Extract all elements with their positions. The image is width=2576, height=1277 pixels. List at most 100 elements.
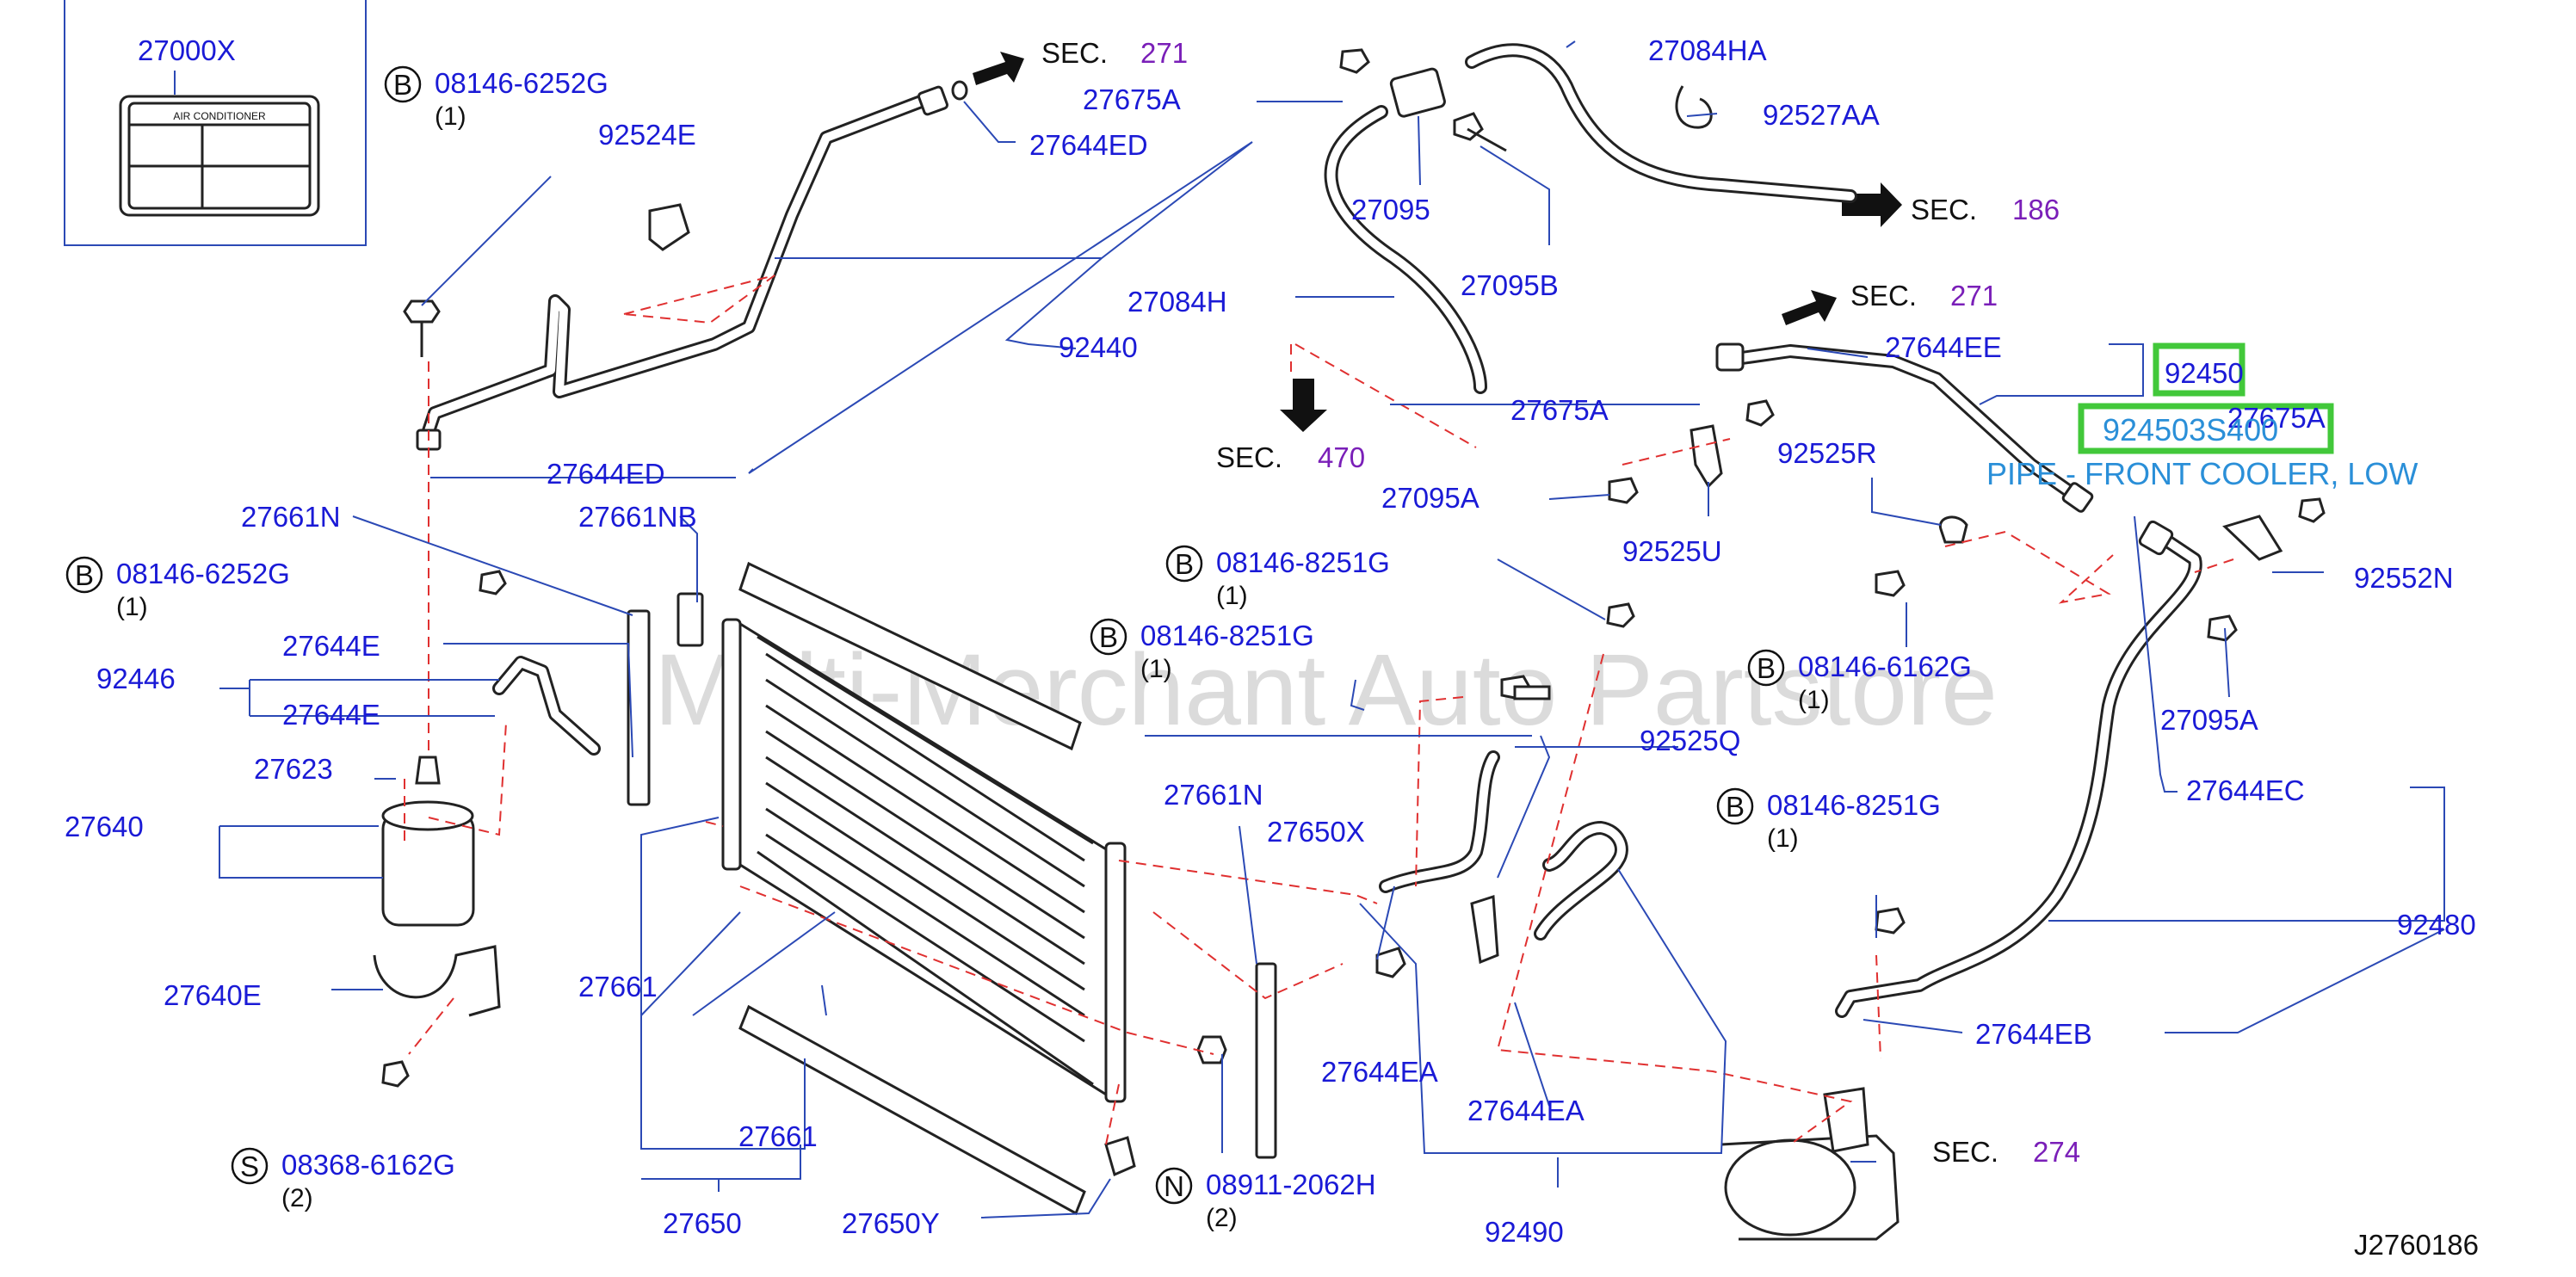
part-label-27095[interactable]: 27095: [1351, 194, 1430, 225]
part-label-27650x[interactable]: 27650X: [1267, 816, 1365, 848]
part-label-92450[interactable]: 92450: [2165, 357, 2244, 389]
part-label-27650y[interactable]: 27650Y: [842, 1207, 940, 1239]
part-label-27644ec[interactable]: 27644EC: [2186, 774, 2305, 806]
callout-qty: (1): [116, 593, 148, 621]
callout-part: 08911-2062H: [1206, 1169, 1376, 1200]
part-label-92525q[interactable]: 92525Q: [1640, 725, 1740, 756]
label-caption: AIR CONDITIONER: [173, 110, 266, 122]
sec-prefix: SEC.: [1932, 1136, 1998, 1168]
callout-b-08146-8251g-a[interactable]: B 08146-8251G (1): [1165, 545, 1390, 610]
part-labels: 92524E 27644ED 27675A 27084HA 92527AA 27…: [65, 34, 2476, 1248]
part-label-92446[interactable]: 92446: [96, 663, 176, 694]
part-label-92527aa[interactable]: 92527AA: [1763, 99, 1880, 131]
callout-qty: (1): [1216, 582, 1248, 610]
part-label-92552n[interactable]: 92552N: [2354, 562, 2454, 594]
sec-ref-274[interactable]: 274: [2033, 1136, 2080, 1168]
sec-ref-470[interactable]: 470: [1318, 441, 1365, 473]
part-label-27640[interactable]: 27640: [65, 811, 144, 842]
part-label-27644e[interactable]: 27644E: [282, 699, 380, 731]
callout-qty: (1): [1140, 655, 1172, 683]
assembly-lines: [404, 275, 2234, 1145]
part-label-27644ed[interactable]: 27644ED: [547, 458, 665, 490]
callout-mark: B: [1099, 621, 1118, 653]
part-label-92480[interactable]: 92480: [2397, 909, 2476, 941]
part-label-27095b[interactable]: 27095B: [1461, 269, 1559, 301]
part-label-27644ea[interactable]: 27644EA: [1321, 1056, 1438, 1088]
sec-prefix: SEC.: [1911, 194, 1977, 225]
callout-mark: B: [75, 559, 94, 591]
part-label-27675a[interactable]: 27675A: [2227, 402, 2326, 434]
sec-prefix: SEC.: [1216, 441, 1282, 473]
highlight-box: [2153, 342, 2246, 397]
callout-qty: (1): [435, 102, 466, 131]
part-label-27095a[interactable]: 27095A: [2160, 704, 2258, 736]
callout-mark: B: [1757, 652, 1776, 684]
highlight-box: [2078, 403, 2334, 454]
arrow-icon: [973, 52, 1024, 85]
part-label-92525u[interactable]: 92525U: [1622, 535, 1722, 567]
callout-part: 08146-8251G: [1216, 546, 1390, 578]
callout-b-08146-8251g-c[interactable]: B 08146-8251G (1): [1716, 787, 1941, 853]
callout-part: 08146-6252G: [435, 67, 608, 99]
callout-mark: S: [240, 1151, 259, 1182]
arrow-icon: [1782, 290, 1837, 325]
callout-s-08368-6162g[interactable]: S 08368-6162G (2): [231, 1147, 455, 1212]
callout-mark: B: [393, 69, 412, 101]
leader-lines: [219, 40, 2445, 1218]
callout-mark: B: [1726, 791, 1745, 823]
callout-b-08146-6162g[interactable]: B 08146-6162G (1): [1747, 649, 1972, 714]
part-label-92525r[interactable]: 92525R: [1777, 437, 1877, 469]
sec-ref-271[interactable]: 271: [1140, 37, 1188, 69]
diagram-code: J2760186: [2354, 1229, 2479, 1261]
label-panel: 27000X AIR CONDITIONER: [64, 0, 367, 246]
part-label-27644ee[interactable]: 27644EE: [1885, 331, 2002, 363]
part-label-27675a[interactable]: 27675A: [1083, 83, 1181, 115]
callout-qty: (1): [1798, 686, 1830, 714]
callout-qty: (2): [1206, 1204, 1238, 1232]
sec-ref-271[interactable]: 271: [1950, 280, 1998, 312]
part-label-27644e[interactable]: 27644E: [282, 630, 380, 662]
callout-part: 08146-8251G: [1767, 789, 1941, 821]
sec-prefix: SEC.: [1041, 37, 1108, 69]
callout-n-08911-2062h[interactable]: N 08911-2062H (2): [1155, 1167, 1376, 1232]
callout-b-08146-6252g-mid[interactable]: B 08146-6252G (1): [65, 556, 290, 621]
parts-artwork: [373, 43, 2326, 1241]
part-label-27084h[interactable]: 27084H: [1127, 286, 1227, 318]
highlight-part-code[interactable]: 924503S400: [2103, 412, 2278, 447]
sec-arrows: [973, 52, 1902, 432]
sec-prefix: SEC.: [1850, 280, 1917, 312]
part-label-92524e[interactable]: 92524E: [598, 119, 696, 151]
part-label-27661nb[interactable]: 27661NB: [578, 501, 697, 533]
part-label-27644ea[interactable]: 27644EA: [1467, 1095, 1585, 1126]
callout-part: 08146-8251G: [1140, 620, 1314, 651]
part-label-27644eb[interactable]: 27644EB: [1975, 1018, 2092, 1050]
part-label-27623[interactable]: 27623: [254, 753, 333, 785]
part-label-27000x[interactable]: 27000X: [138, 34, 236, 66]
part-label-27084ha[interactable]: 27084HA: [1648, 34, 1767, 66]
part-label-27661[interactable]: 27661: [578, 971, 658, 1002]
part-label-27650[interactable]: 27650: [663, 1207, 742, 1239]
part-label-27661[interactable]: 27661: [738, 1120, 818, 1152]
sec-ref-186[interactable]: 186: [2012, 194, 2060, 225]
part-label-92490[interactable]: 92490: [1485, 1216, 1564, 1248]
part-label-27095a[interactable]: 27095A: [1381, 482, 1480, 514]
part-label-27661n[interactable]: 27661N: [1164, 779, 1263, 811]
callout-qty: (1): [1767, 824, 1799, 853]
callout-mark: B: [1175, 548, 1194, 580]
arrow-icon: [1280, 379, 1327, 432]
part-label-92440[interactable]: 92440: [1059, 331, 1138, 363]
part-label-27675a[interactable]: 27675A: [1510, 394, 1609, 426]
callout-part: 08146-6162G: [1798, 651, 1972, 682]
callout-mark: N: [1164, 1170, 1184, 1202]
highlight-description: PIPE - FRONT COOLER, LOW: [1986, 456, 2418, 491]
part-label-27644ed[interactable]: 27644ED: [1029, 129, 1148, 161]
part-label-27640e[interactable]: 27640E: [164, 979, 262, 1011]
part-label-27661n[interactable]: 27661N: [241, 501, 341, 533]
callout-qty: (2): [281, 1184, 313, 1212]
callout-b-08146-6252g-top[interactable]: B 08146-6252G (1): [384, 65, 608, 131]
arrow-icon: [1842, 182, 1902, 227]
callout-part: 08368-6162G: [281, 1149, 455, 1181]
callout-part: 08146-6252G: [116, 558, 290, 589]
callout-b-08146-8251g-b[interactable]: B 08146-8251G (1): [1090, 618, 1314, 683]
